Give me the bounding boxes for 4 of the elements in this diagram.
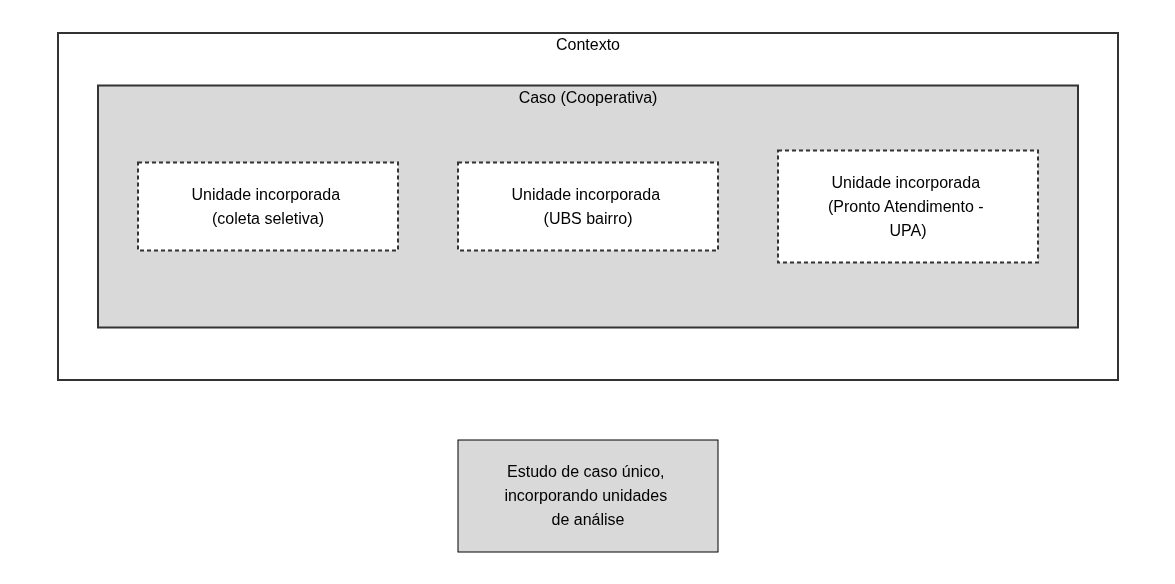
node-box: Estudo de caso único, incorporando unidades de análise	[457, 439, 718, 552]
node-box: Unidade incorporada (coleta seletiva)	[136, 161, 399, 251]
node-box: Unidade incorporada (UBS bairro)	[456, 161, 719, 251]
node-box: Unidade incorporada (Pronto Atendimento - UPA)	[776, 149, 1039, 263]
